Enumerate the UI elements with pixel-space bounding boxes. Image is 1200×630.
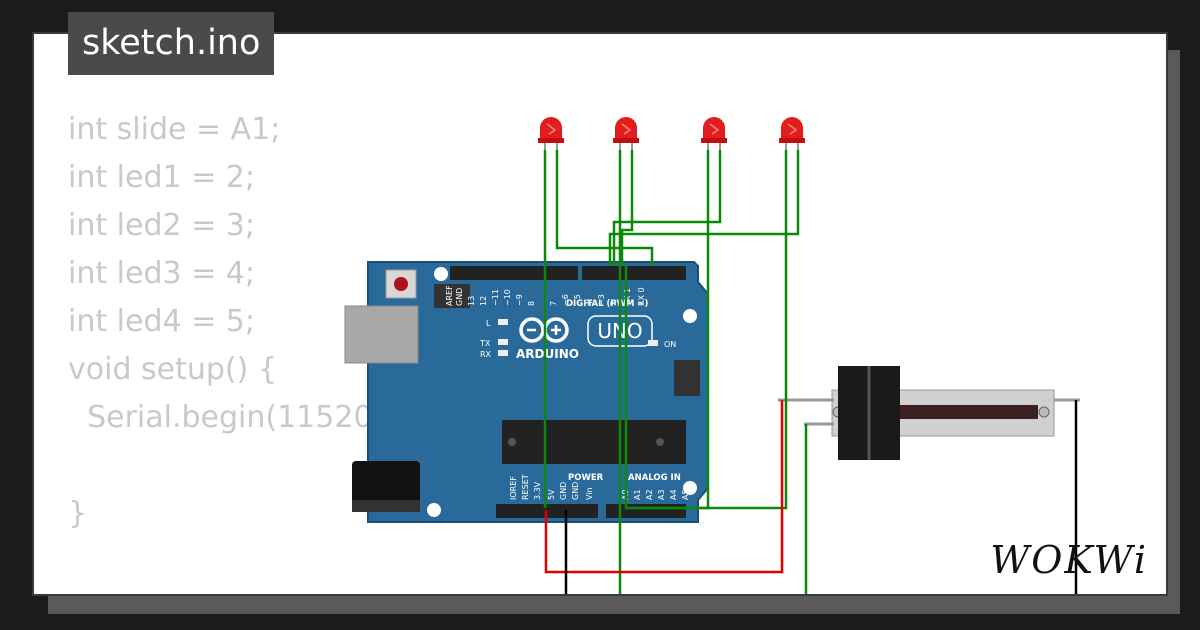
- red-led[interactable]: [613, 117, 639, 152]
- pin-label: A3: [657, 489, 666, 500]
- pot-track: [894, 405, 1038, 419]
- power-label: POWER: [568, 473, 604, 483]
- on-label: ON: [664, 340, 676, 349]
- pin-label: A1: [633, 489, 642, 500]
- wires: [543, 150, 1078, 594]
- wire-green: [636, 150, 788, 510]
- wire-green: [555, 150, 654, 266]
- pin-label: 2: [609, 301, 618, 306]
- pin-label: IOREF: [509, 476, 518, 500]
- usb-port: [344, 305, 419, 364]
- preview-card: int slide = A1; int led1 = 2; int led2 = 3…: [32, 32, 1168, 596]
- pin-label: AREF: [445, 285, 454, 306]
- pin-label: RX 0: [637, 287, 646, 306]
- code-line: void loop() {: [68, 586, 392, 594]
- wire-green: [612, 150, 722, 266]
- pin-label: GND: [559, 482, 568, 500]
- red-led[interactable]: [701, 117, 727, 152]
- header-left: [450, 266, 578, 280]
- file-tab[interactable]: sketch.ino: [68, 12, 275, 75]
- board-logo-text: ARDUINO: [516, 347, 579, 361]
- pin-label: A4: [669, 489, 678, 500]
- pin-label: A2: [645, 489, 654, 500]
- tx-label: TX: [479, 339, 491, 348]
- l-label: L: [486, 319, 491, 328]
- code-line: }: [68, 496, 88, 531]
- mount-hole: [427, 503, 441, 517]
- pin-label: ~6: [561, 294, 570, 306]
- code-line: int led1 = 2;: [68, 160, 255, 195]
- pin-label: ~10: [503, 289, 512, 306]
- pin-label: ~11: [491, 289, 500, 306]
- rx-label: RX: [480, 350, 492, 359]
- on-indicator: [648, 340, 658, 346]
- code-line: int led4 = 5;: [68, 304, 255, 339]
- pin-label: GND: [455, 288, 464, 306]
- led-group[interactable]: [538, 117, 805, 152]
- code-line: int led3 = 4;: [68, 256, 255, 291]
- pin-label: A5: [681, 489, 690, 500]
- pin-label: TX 1: [623, 288, 632, 307]
- pin-label: 5V: [547, 489, 556, 500]
- pin-label: 7: [549, 301, 558, 306]
- wire-green: [620, 150, 634, 266]
- icsp-header: [434, 284, 700, 396]
- mount-hole: [683, 309, 697, 323]
- code-line: Serial.begin(115200: [68, 400, 392, 435]
- pin-label: Vin: [585, 487, 594, 500]
- wire-green: [608, 150, 800, 266]
- mount-hole: [683, 481, 697, 495]
- code-line: int slide = A1;: [68, 112, 281, 147]
- pin-label: 13: [467, 296, 476, 306]
- code-editor[interactable]: int slide = A1; int led1 = 2; int led2 = 3…: [68, 106, 392, 594]
- pin-label: GND: [571, 482, 580, 500]
- pin-label: ~5: [573, 294, 582, 306]
- analog-label: ANALOG IN: [628, 473, 681, 483]
- power-jack: [352, 461, 420, 511]
- digital-label: DIGITAL (PWM ~): [566, 299, 648, 309]
- pin-label: 12: [479, 296, 488, 306]
- pin-label: 4: [585, 301, 594, 306]
- pin-label: 3.3V: [533, 481, 542, 500]
- pin-label: RESET: [521, 474, 530, 500]
- arduino-logo: [519, 317, 569, 343]
- mount-hole: [434, 267, 448, 281]
- slide-potentiometer[interactable]: [778, 366, 1080, 460]
- wokwi-logo: WOKWi: [990, 538, 1148, 582]
- code-line: void setup() {: [68, 352, 277, 387]
- red-led[interactable]: [779, 117, 805, 152]
- analog-header: [606, 504, 686, 518]
- pin-label: ~9: [515, 294, 524, 306]
- pin-label: 8: [527, 301, 536, 306]
- header-right: [582, 266, 686, 280]
- red-led[interactable]: [538, 117, 564, 152]
- led-l-indicator: [498, 319, 508, 325]
- wire-red: [544, 400, 784, 574]
- atmega-chip: [502, 420, 686, 464]
- pin-label: ~3: [597, 294, 606, 306]
- code-line: int led2 = 3;: [68, 208, 255, 243]
